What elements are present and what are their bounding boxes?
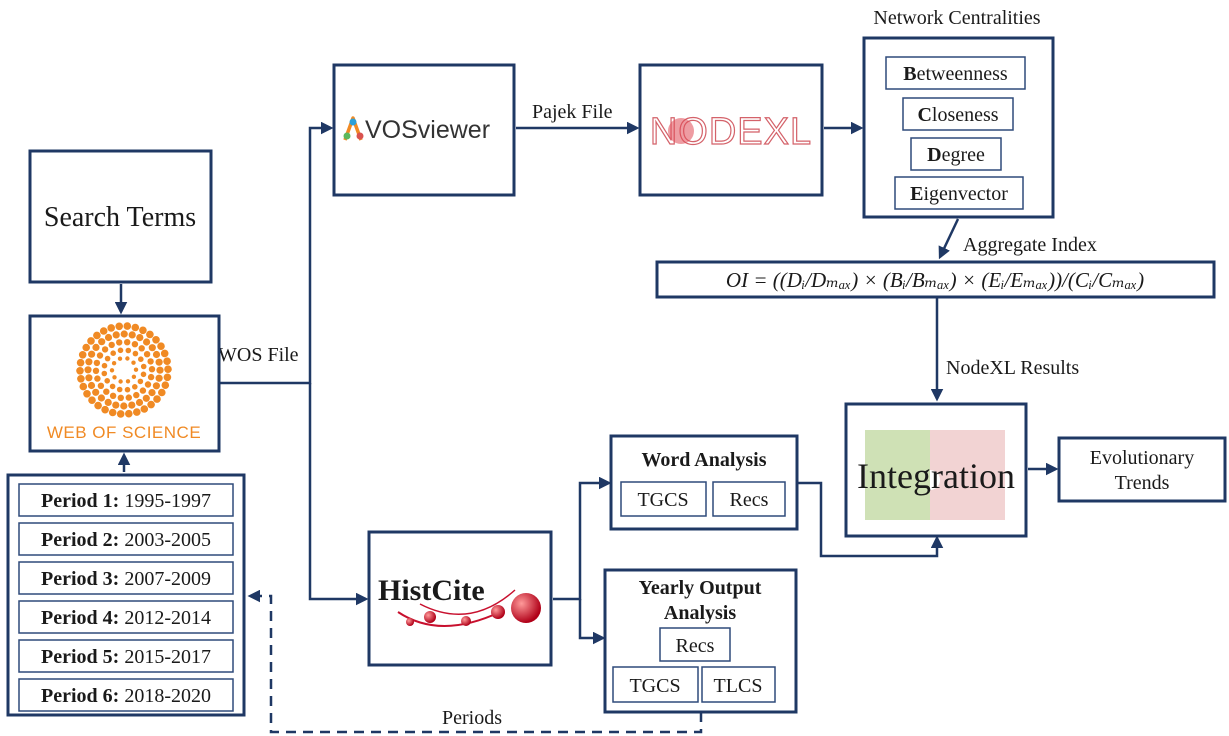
nodexl-network-icon (668, 118, 694, 144)
network-centralities-title: Network Centralities (873, 7, 1040, 29)
histcite-label: HistCite (378, 574, 485, 607)
period-number: Period 3: (41, 568, 124, 590)
centrality-item: Closeness (902, 97, 1014, 131)
centrality-item: Eigenvector (894, 176, 1024, 210)
yearly-output-recs-label: Recs (676, 635, 715, 657)
period-range: 1995-1997 (124, 490, 211, 512)
evolutionary-trends-node: Evolutionary Trends (1057, 436, 1227, 503)
search-terms-node: Search Terms (28, 149, 213, 284)
period-label: Period 2: 2003-2005 (41, 529, 211, 551)
yearly-output-title-line1: Yearly Output (639, 577, 762, 599)
nodexl-results-label: NodeXL Results (946, 357, 1079, 379)
evolutionary-trends-line1: Evolutionary (1090, 447, 1194, 469)
period-row: Period 4: 2012-2014 (18, 600, 234, 634)
wos-file-label: WOS File (218, 344, 299, 366)
arrow-to-yearly (578, 599, 606, 645)
centrality-label: Degree (927, 144, 985, 166)
period-label: Period 6: 2018-2020 (41, 685, 211, 707)
period-range: 2007-2009 (124, 568, 211, 590)
periods-feedback-dashed (247, 589, 703, 734)
vosviewer-logo-icon (343, 116, 364, 141)
pajek-file-label: Pajek File (532, 101, 613, 123)
period-number: Period 6: (41, 685, 124, 707)
web-of-science-logo-icon (76, 322, 172, 418)
yearly-output-cell-recs (659, 627, 731, 662)
period-label: Period 5: 2015-2017 (41, 646, 211, 668)
period-label: Period 3: 2007-2009 (41, 568, 211, 590)
period-row: Period 6: 2018-2020 (18, 678, 234, 712)
period-label: Period 1: 1995-1997 (41, 490, 211, 512)
period-range: 2003-2005 (124, 529, 211, 551)
vosviewer-node: VOSviewer (332, 63, 516, 197)
vosviewer-label: VOSviewer (365, 116, 490, 144)
period-number: Period 4: (41, 607, 124, 629)
centrality-item: Betweenness (885, 56, 1026, 90)
word-analysis-node: Word Analysis TGCS Recs (609, 434, 799, 531)
histcite-node: HistCite (367, 530, 553, 667)
period-number: Period 5: (41, 646, 124, 668)
connectors (114, 121, 1059, 734)
centrality-item: Degree (910, 137, 1002, 171)
arrow-centralities-to-formula (938, 218, 960, 260)
yearly-output-node: Yearly Output Analysis Recs TGCS TLCS (603, 568, 798, 714)
word-analysis-recs-label: Recs (730, 489, 769, 511)
period-number: Period 2: (41, 529, 124, 551)
histcite-branch (553, 476, 612, 601)
puzzle-icon (865, 430, 1005, 520)
arrow-to-histcite (308, 383, 369, 606)
word-analysis-cell-tgcs (620, 481, 707, 517)
web-of-science-label: WEB OF SCIENCE (47, 423, 201, 442)
period-row: Period 1: 1995-1997 (18, 483, 234, 517)
centrality-label: Closeness (917, 104, 998, 126)
period-range: 2015-2017 (124, 646, 211, 668)
yearly-output-tlcs-label: TLCS (714, 675, 763, 697)
period-range: 2012-2014 (124, 607, 211, 629)
word-analysis-cell-recs (712, 481, 786, 517)
search-terms-label: Search Terms (44, 202, 196, 233)
integration-node: Integration (844, 402, 1028, 538)
period-range: 2018-2020 (124, 685, 211, 707)
periods-label: Periods (442, 707, 502, 729)
period-row: Period 5: 2015-2017 (18, 639, 234, 673)
period-row: Period 3: 2007-2009 (18, 561, 234, 595)
centrality-label: Betweenness (903, 63, 1008, 85)
aggregate-index-formula: OI = ((Dᵢ/Dₘₐₓ) × (Bᵢ/Bₘₐₓ) × (Eᵢ/Eₘₐₓ))… (655, 260, 1216, 299)
aggregate-index-label: Aggregate Index (963, 234, 1097, 256)
nodexl-node: NODEXL (638, 63, 824, 197)
yearly-output-title-line2: Analysis (664, 602, 736, 624)
period-label: Period 4: 2012-2014 (41, 607, 211, 629)
evolutionary-trends-line2: Trends (1115, 472, 1170, 494)
wos-file-trunk (220, 121, 334, 385)
integration-label: Integration (857, 456, 1015, 496)
histcite-logo-icon (397, 589, 541, 627)
formula-text: OI = ((Dᵢ/Dₘₐₓ) × (Bᵢ/Bₘₐₓ) × (Eᵢ/Eₘₐₓ))… (726, 268, 1144, 292)
word-analysis-tgcs-label: TGCS (637, 489, 688, 511)
yearly-output-cell-tlcs (701, 666, 776, 703)
yearly-output-tgcs-label: TGCS (629, 675, 680, 697)
word-analysis-title: Word Analysis (641, 449, 766, 471)
arrow-word-to-integration (797, 481, 944, 558)
period-number: Period 1: (41, 490, 124, 512)
yearly-output-cell-tgcs (612, 666, 699, 703)
web-of-science-node: WEB OF SCIENCE (28, 314, 221, 453)
centrality-label: Eigenvector (910, 183, 1008, 205)
period-row: Period 2: 2003-2005 (18, 522, 234, 556)
